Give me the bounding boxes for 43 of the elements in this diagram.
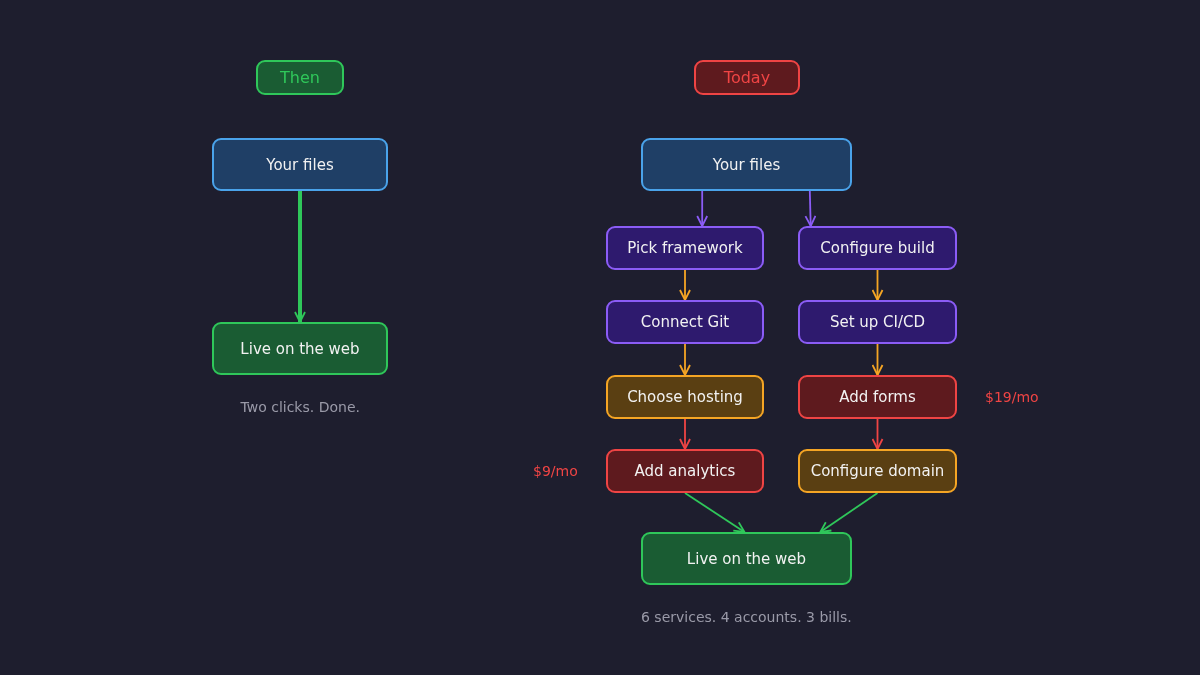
step-label: Connect Git bbox=[640, 313, 730, 331]
step-label: Configure build bbox=[820, 239, 935, 257]
arrow bbox=[679, 269, 691, 301]
arrow bbox=[679, 343, 691, 376]
process-box bbox=[798, 449, 957, 493]
arrow bbox=[819, 492, 879, 533]
caption-text: 6 services. 4 accounts. 3 bills. bbox=[641, 609, 852, 625]
process-box bbox=[606, 449, 764, 493]
heading-text: Today bbox=[723, 68, 771, 87]
arrow bbox=[871, 418, 884, 450]
step-label: Add forms bbox=[839, 388, 916, 406]
process-box bbox=[606, 375, 764, 419]
arrow bbox=[696, 190, 709, 227]
process-box bbox=[798, 300, 957, 344]
arrow bbox=[294, 191, 306, 323]
process-box bbox=[606, 226, 764, 270]
step-label: Pick framework bbox=[627, 239, 743, 257]
process-box bbox=[212, 322, 388, 375]
heading-tag bbox=[256, 60, 344, 95]
price-note: $9/mo bbox=[533, 463, 578, 479]
arrow bbox=[871, 343, 884, 376]
process-box bbox=[798, 375, 957, 419]
step-label: Your files bbox=[712, 155, 781, 174]
step-label: Your files bbox=[266, 155, 334, 174]
step-label: Add analytics bbox=[634, 462, 736, 480]
arrow bbox=[804, 190, 817, 227]
step-label: Live on the web bbox=[240, 339, 360, 358]
arrow bbox=[871, 269, 884, 301]
process-box bbox=[641, 138, 852, 191]
price-note: $19/mo bbox=[985, 389, 1039, 405]
process-box bbox=[798, 226, 957, 270]
arrow bbox=[684, 492, 746, 533]
step-label: Choose hosting bbox=[627, 388, 743, 406]
caption-text: Two clicks. Done. bbox=[240, 399, 360, 415]
process-box bbox=[641, 532, 852, 585]
step-label: Set up CI/CD bbox=[829, 313, 926, 331]
step-label: Configure domain bbox=[810, 462, 945, 480]
process-box bbox=[606, 300, 764, 344]
step-label: Live on the web bbox=[686, 549, 807, 568]
heading-tag bbox=[694, 60, 800, 95]
heading-text: Then bbox=[280, 68, 320, 87]
process-box bbox=[212, 138, 388, 191]
arrow bbox=[679, 418, 691, 450]
